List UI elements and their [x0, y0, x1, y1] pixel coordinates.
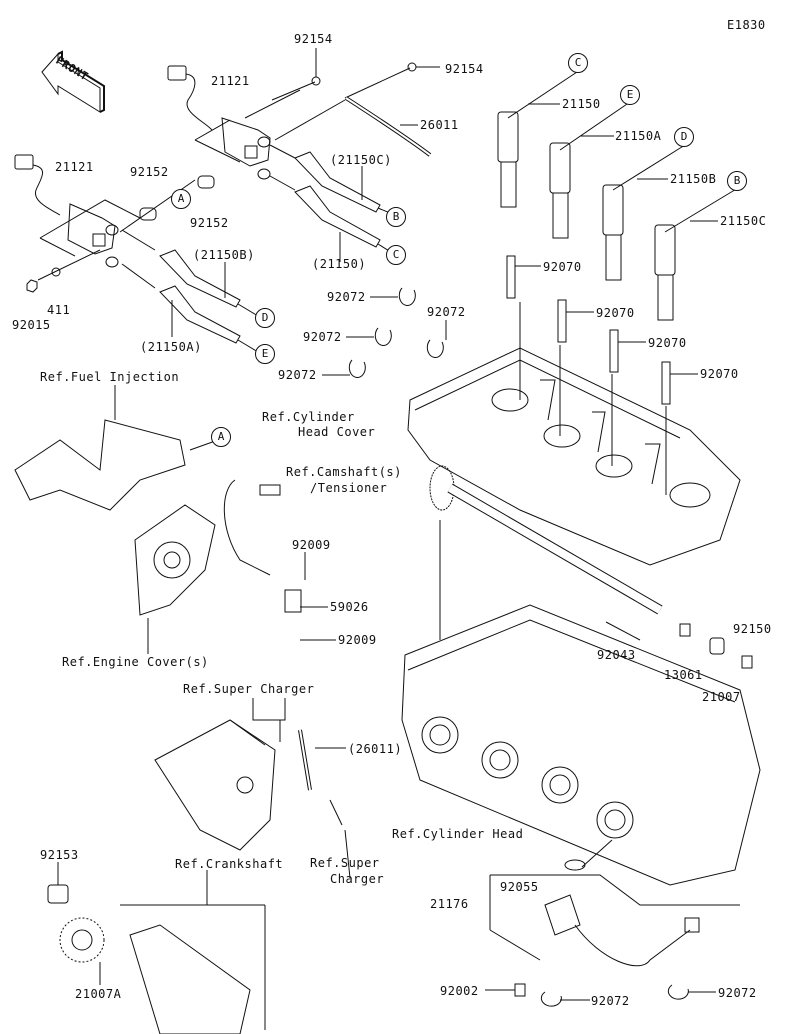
ref-super-charger: Ref.Super Charger: [183, 682, 315, 696]
part-21150a: 21150A: [615, 129, 662, 143]
part-411: 411: [47, 303, 71, 317]
callout-d: D: [255, 308, 275, 328]
part-92072-4: 92072: [278, 368, 317, 382]
ref-cylinder-head-cover-line2: Head Cover: [298, 425, 376, 439]
part-26011: 26011: [420, 118, 459, 132]
bolt-92154: [271, 48, 440, 101]
part-13061: 13061: [664, 668, 703, 682]
part-21150c: 21150C: [720, 214, 767, 228]
part-92072-3: 92072: [427, 305, 466, 319]
part-92154-b: 92154: [445, 62, 484, 76]
part-92009-b: 92009: [338, 633, 377, 647]
callout-d-2: D: [674, 127, 694, 147]
part-92009-a: 92009: [292, 538, 331, 552]
camshaft: [429, 465, 753, 669]
part-92072-5: 92072: [591, 994, 630, 1008]
part-21150a-ref: (21150A): [140, 340, 202, 354]
fuel-injection-bracket: [14, 385, 219, 511]
ignition-boots-short: [159, 151, 396, 353]
part-92070-1: 92070: [543, 260, 582, 274]
part-21007: 21007: [702, 690, 741, 704]
part-92055: 92055: [500, 880, 539, 894]
ref-cylinder-head-cover-line1: Ref.Cylinder: [262, 410, 355, 424]
callout-c-2: C: [568, 53, 588, 73]
ref-fuel-injection: Ref.Fuel Injection: [40, 370, 180, 384]
part-92072-1: 92072: [327, 290, 366, 304]
ref-super-charger-2-line1: Ref.Super: [310, 856, 380, 870]
ref-super-charger-2-line2: Charger: [330, 872, 385, 886]
spark-plugs: [506, 255, 698, 405]
part-92152-b: 92152: [190, 216, 229, 230]
callout-e-2: E: [620, 85, 640, 105]
part-92070-4: 92070: [700, 367, 739, 381]
part-21176: 21176: [430, 897, 469, 911]
part-92153: 92153: [40, 848, 79, 862]
part-92015: 92015: [12, 318, 51, 332]
super-charger-cover: [154, 698, 351, 879]
ignition-coil-rear: [167, 65, 346, 191]
part-21150: 21150: [562, 97, 601, 111]
part-21150b: 21150B: [670, 172, 717, 186]
crankshaft: [47, 862, 266, 1034]
part-92072-6: 92072: [718, 986, 757, 1000]
callout-c: C: [386, 245, 406, 265]
part-59026: 59026: [330, 600, 369, 614]
cylinder-head: [401, 604, 761, 886]
cylinder-head-cover: [407, 302, 741, 566]
callout-b-2: B: [727, 171, 747, 191]
ref-crankshaft: Ref.Crankshaft: [175, 857, 284, 871]
part-92154-a: 92154: [294, 32, 333, 46]
callout-a: A: [171, 189, 191, 209]
part-21150-ref: (21150): [312, 257, 367, 271]
part-92070-3: 92070: [648, 336, 687, 350]
callout-a-2: A: [211, 427, 231, 447]
part-21007a: 21007A: [75, 987, 122, 1001]
part-92002: 92002: [440, 984, 479, 998]
ref-camshaft-line1: Ref.Camshaft(s): [286, 465, 402, 479]
cam-position-sensor: [485, 839, 740, 1007]
clamps: [322, 287, 447, 378]
callout-e: E: [255, 344, 275, 364]
part-21121-rear: 21121: [211, 74, 250, 88]
part-92072-2: 92072: [303, 330, 342, 344]
ignition-coil-front: [14, 154, 215, 293]
ref-camshaft-line2: /Tensioner: [310, 481, 388, 495]
diagram-code: E1830: [727, 18, 766, 32]
part-21150b-ref: (21150B): [193, 248, 255, 262]
part-21150c-ref: (21150C): [330, 153, 392, 167]
part-92152-a: 92152: [130, 165, 169, 179]
part-21121-front: 21121: [55, 160, 94, 174]
front-arrow-icon: [41, 50, 105, 113]
ref-cylinder-head: Ref.Cylinder Head: [392, 827, 524, 841]
callout-b: B: [386, 207, 406, 227]
part-92070-2: 92070: [596, 306, 635, 320]
spark-plug-caps: [497, 69, 739, 321]
ref-engine-cover: Ref.Engine Cover(s): [62, 655, 209, 669]
part-92150: 92150: [733, 622, 772, 636]
part-92043: 92043: [597, 648, 636, 662]
part-26011-ref: (26011): [348, 742, 403, 756]
engine-cover: [134, 479, 336, 654]
